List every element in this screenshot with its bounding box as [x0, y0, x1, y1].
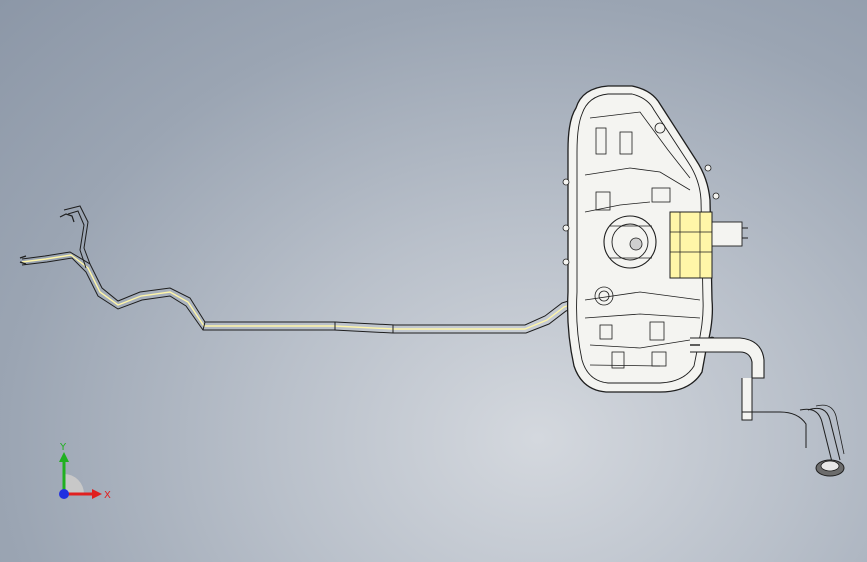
filler-neck-assembly[interactable] — [690, 337, 845, 477]
y-axis-arrow-icon — [59, 452, 69, 494]
coordinate-triad: Y X — [59, 442, 111, 501]
z-axis-point-icon — [59, 489, 69, 499]
x-axis-label: X — [104, 490, 111, 501]
fuel-tank-body[interactable] — [562, 85, 748, 393]
y-axis-label: Y — [59, 442, 67, 453]
fuel-filler-cap[interactable] — [815, 459, 845, 477]
triad-plane-shade — [64, 474, 84, 494]
evap-canister[interactable] — [669, 211, 748, 279]
fuel-line-assembly[interactable] — [19, 205, 581, 334]
fuel-pump-module[interactable] — [603, 215, 657, 269]
